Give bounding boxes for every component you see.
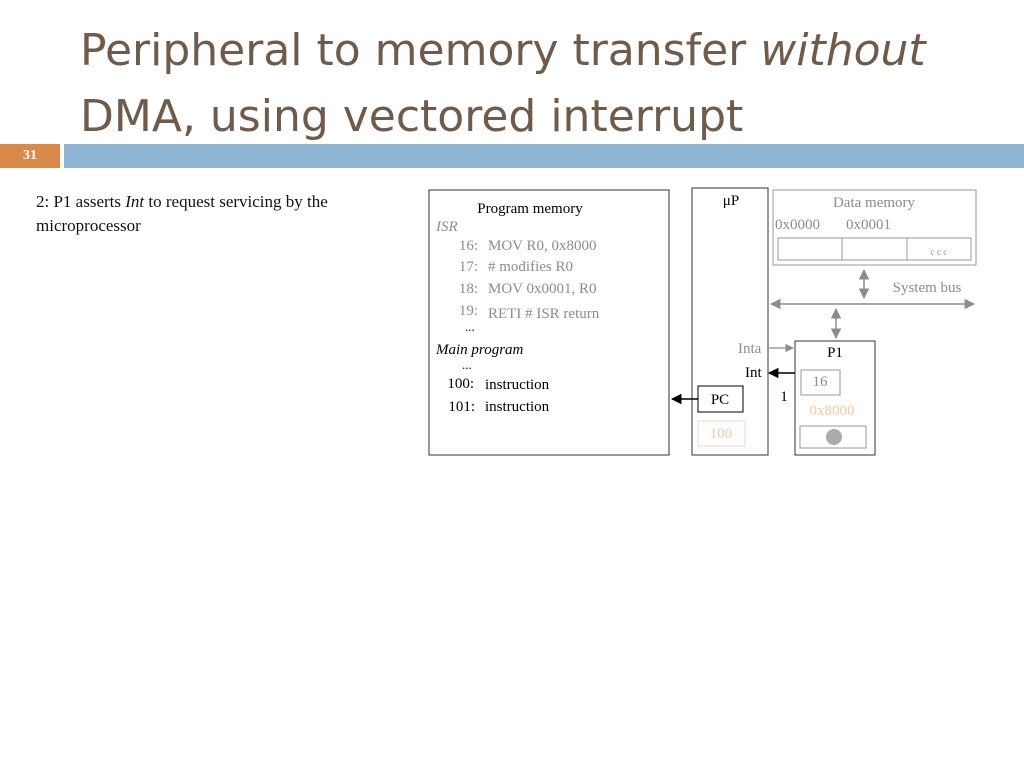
isr-label: ISR	[435, 219, 458, 235]
isr-code: MOV 0x0001, R0	[488, 281, 597, 297]
pc-register	[697, 385, 744, 413]
data-memory-addr1: 0x0001	[846, 217, 891, 233]
body-text-emphasis: Int	[125, 192, 145, 211]
peripheral-data-addr: 0x8000	[810, 403, 855, 419]
isr-code: MOV R0, 0x8000	[488, 238, 597, 254]
isr-code: RETI # ISR return	[488, 306, 600, 322]
title-text: Peripheral to memory transfer	[80, 25, 761, 76]
isr-addr: 17:	[459, 259, 478, 275]
body-text: 2: P1 asserts Int to request servicing b…	[36, 190, 406, 238]
data-memory-label: Data memory	[833, 195, 916, 211]
vector-register	[800, 369, 841, 396]
pc-value-box	[697, 420, 746, 447]
data-memory-box	[772, 189, 977, 266]
peripheral-label: P1	[827, 345, 843, 361]
peripheral-p1-box	[794, 340, 876, 456]
data-dot-icon	[826, 429, 842, 445]
ellipsis: ...	[462, 357, 472, 372]
isr-code: # modifies R0	[488, 259, 573, 275]
isr-addr: 18:	[459, 281, 478, 297]
more-cells-dots: c c c	[931, 247, 947, 257]
microprocessor-label: μP	[723, 193, 739, 209]
vector-value: 16	[813, 374, 829, 390]
system-bus-label: System bus	[893, 280, 962, 296]
main-code: instruction	[485, 377, 550, 393]
slide-number: 31	[0, 144, 60, 168]
int-label: Int	[745, 365, 762, 381]
int-signal-value: 1	[780, 389, 788, 405]
program-memory-label: Program memory	[477, 201, 583, 217]
title-text-line2: DMA, using vectored interrupt	[80, 91, 744, 142]
pc-label: PC	[711, 392, 729, 408]
main-addr: 101:	[448, 399, 475, 415]
data-memory-cells	[777, 237, 972, 261]
program-memory-box	[428, 189, 670, 456]
data-memory-addr0: 0x0000	[775, 217, 820, 233]
body-text-part-end: to request servicing by the microprocess…	[36, 192, 328, 235]
inta-label: Inta	[738, 341, 762, 357]
main-program-label: Main program	[435, 342, 524, 358]
body-text-part: 2: P1 asserts	[36, 192, 126, 211]
isr-addr: 19:	[459, 303, 478, 319]
peripheral-data-register	[799, 425, 867, 449]
main-code: instruction	[485, 399, 550, 415]
title-emphasis: without	[760, 25, 926, 76]
pc-value: 100	[710, 426, 733, 442]
isr-addr: 16:	[459, 238, 478, 254]
ellipsis: ...	[465, 319, 475, 334]
microprocessor-box	[691, 187, 769, 456]
title-banner	[64, 144, 1024, 168]
main-addr: 100:	[447, 376, 474, 392]
slide-title: Peripheral to memory transfer without DM…	[80, 18, 1000, 150]
